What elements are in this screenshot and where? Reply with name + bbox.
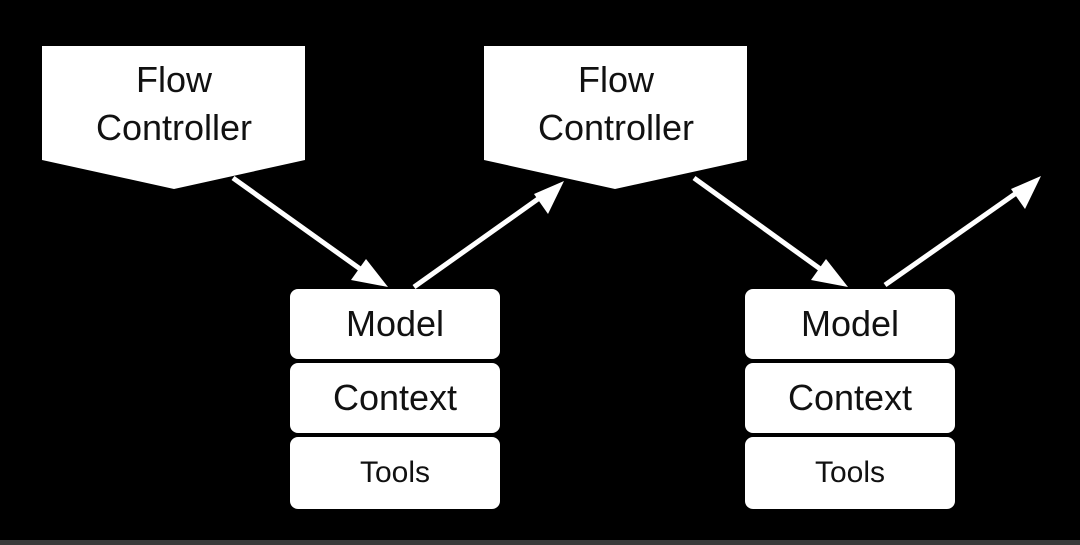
arrow-fc1-to-stack1: [231, 175, 372, 279]
flow-controller-1-line2: Controller: [95, 107, 253, 148]
stack-1-model-box: Model: [290, 289, 500, 359]
flow-controller-shape-2: [484, 46, 747, 189]
arrowhead-4: [1011, 176, 1041, 209]
flow-controller-label-1: Flow Controller: [42, 56, 306, 152]
stack-2-tools-box: Tools: [745, 437, 955, 509]
flow-controller-2-line2: Controller: [537, 107, 695, 148]
flow-controller-2-line1: Flow: [577, 59, 654, 100]
arrow-fc2-to-stack2: [692, 175, 832, 279]
arrow-stack2-out: [883, 186, 1024, 288]
flow-controller-label-2: Flow Controller: [484, 56, 748, 152]
bottom-border: [0, 540, 1080, 545]
stack-1-context-box: Context: [290, 363, 500, 433]
stack-1-tools-box: Tools: [290, 437, 500, 509]
stack-2-context-box: Context: [745, 363, 955, 433]
flow-controller-1-line1: Flow: [135, 59, 212, 100]
arrowhead-2: [534, 181, 564, 214]
flow-controller-shape-1: [42, 46, 305, 189]
stack-2-model-box: Model: [745, 289, 955, 359]
arrowhead-3: [811, 259, 848, 287]
arrowhead-1: [351, 259, 388, 287]
arrow-stack1-to-fc2: [412, 191, 547, 290]
